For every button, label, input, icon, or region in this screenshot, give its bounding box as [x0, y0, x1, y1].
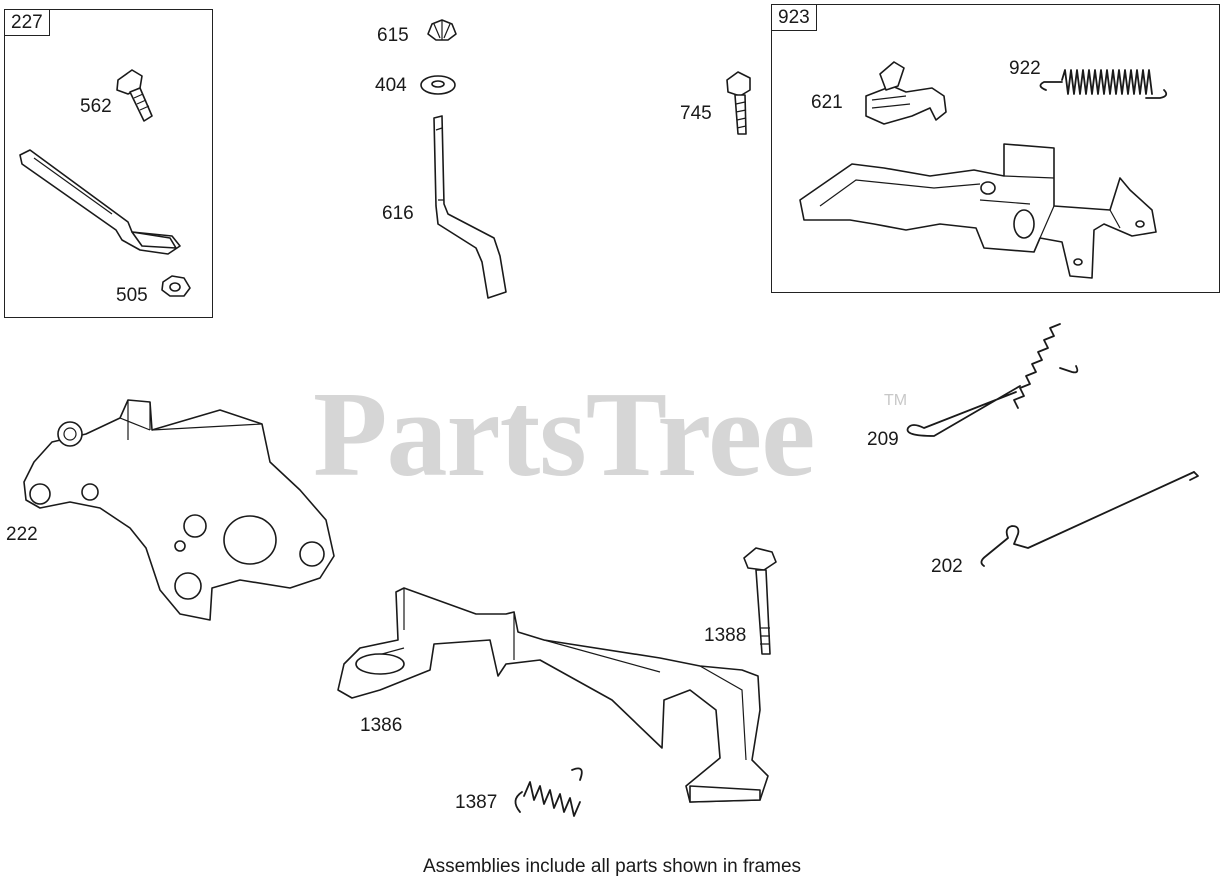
part-202-governor-link[interactable]: [980, 471, 1199, 567]
part-923-bracket[interactable]: [799, 143, 1157, 279]
frame-227: 227: [4, 9, 213, 318]
part-227-lever[interactable]: [19, 149, 181, 255]
callout-615: 615: [377, 25, 409, 46]
callout-621: 621: [811, 92, 843, 113]
assemblies-note: Assemblies include all parts shown in fr…: [422, 856, 802, 877]
part-404-washer[interactable]: [420, 75, 456, 95]
callout-922: 922: [1009, 58, 1041, 79]
part-505-nut[interactable]: [161, 275, 191, 297]
part-222-control-plate[interactable]: [23, 399, 335, 621]
callout-745: 745: [680, 103, 712, 124]
part-209-spring-link[interactable]: [906, 323, 1079, 437]
callout-616: 616: [382, 203, 414, 224]
part-616-shaft[interactable]: [433, 115, 507, 299]
part-922-spring[interactable]: [1039, 69, 1168, 99]
callout-562: 562: [80, 96, 112, 117]
callout-505: 505: [116, 285, 148, 306]
callout-404: 404: [375, 75, 407, 96]
part-562-screw[interactable]: [116, 69, 153, 122]
part-1387-spring[interactable]: [514, 767, 583, 817]
callout-209: 209: [867, 429, 899, 450]
frame-227-label: 227: [5, 10, 50, 36]
part-621-clip[interactable]: [865, 61, 947, 125]
callout-1388: 1388: [704, 625, 747, 646]
part-1386-lever[interactable]: [337, 587, 769, 803]
callout-1386: 1386: [360, 715, 403, 736]
callout-1387: 1387: [455, 792, 498, 813]
frame-923: 923: [771, 4, 1220, 293]
part-615-retainer[interactable]: [427, 19, 457, 41]
part-1388-screw[interactable]: [743, 547, 777, 655]
callout-222: 222: [6, 524, 38, 545]
frame-923-label: 923: [772, 5, 817, 31]
part-745-bolt[interactable]: [726, 71, 751, 135]
callout-202: 202: [931, 556, 963, 577]
partstree-watermark: PartsTree: [313, 367, 815, 502]
trademark-mark: TM: [884, 392, 908, 409]
